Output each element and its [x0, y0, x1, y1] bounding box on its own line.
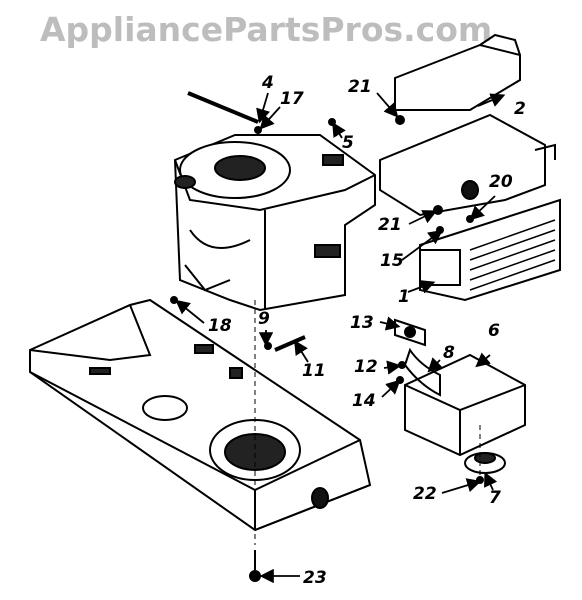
gasket — [394, 318, 426, 347]
callout-6: 6 — [488, 321, 500, 341]
callout-18: 14 — [352, 391, 376, 411]
grille-assembly — [379, 113, 561, 302]
alignment-lines — [254, 300, 481, 545]
long-bolt — [274, 335, 306, 352]
callout-17: 18 — [208, 316, 232, 336]
exhaust-pipe — [403, 347, 441, 397]
callout-5: 5 — [342, 133, 354, 153]
callout-1: 1 — [398, 287, 410, 307]
washer — [254, 126, 262, 134]
leader-lines — [175, 92, 506, 584]
callout-21-mid: 21 — [378, 215, 402, 235]
bolt-rod — [187, 91, 259, 124]
callout-12: 12 — [354, 357, 378, 377]
mounting-frame — [29, 298, 372, 532]
callout-9: 9 — [258, 309, 270, 329]
callout-8: 8 — [443, 343, 455, 363]
callout-11: 11 — [302, 361, 326, 381]
deflector — [464, 452, 506, 474]
callout-labels: 4 17 21 2 5 20 21 15 1 18 9 11 13 12 14 … — [208, 73, 526, 588]
dash-panel — [394, 33, 521, 111]
engine — [173, 134, 376, 312]
muffler — [404, 353, 526, 457]
callout-4: 4 — [261, 73, 274, 93]
callout-15: 13 — [350, 313, 374, 333]
watermark: AppliancePartsPros.com — [40, 10, 493, 49]
callout-7: 7 — [489, 488, 501, 508]
callout-14: 17 — [280, 89, 304, 109]
callout-20: 20 — [489, 172, 513, 192]
callout-23: 23 — [303, 568, 327, 588]
callout-13: 15 — [380, 251, 404, 271]
callout-2: 2 — [514, 99, 526, 119]
callout-22: 22 — [413, 484, 437, 504]
callout-21-top: 21 — [348, 77, 372, 97]
